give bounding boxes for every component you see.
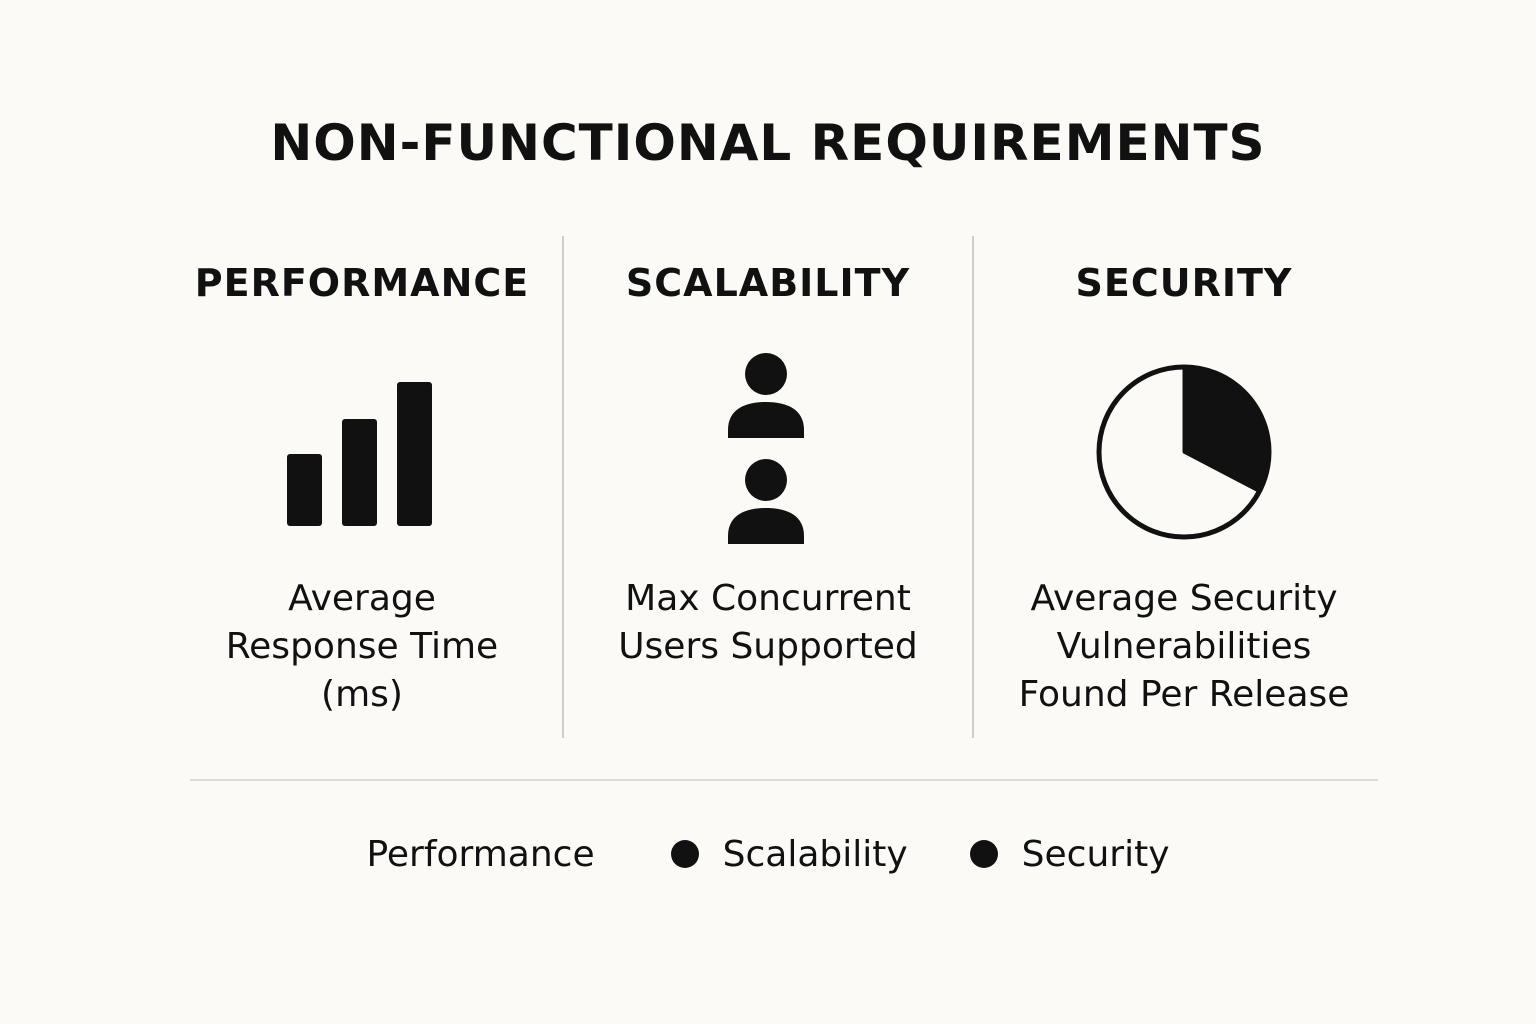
- performance-description-line: Average: [288, 578, 436, 619]
- legend-dot-icon: [969, 840, 998, 868]
- bar-chart-icon: [180, 380, 544, 528]
- column-divider-left: [562, 236, 564, 738]
- bar-chart-icon-bar-tall: [397, 382, 432, 526]
- security-description-line: Vulnerabilities: [1056, 626, 1312, 667]
- security-heading: SECURITY: [1075, 261, 1293, 305]
- scalability-description-line: Users Supported: [618, 626, 918, 667]
- legend-dot-icon: [670, 840, 699, 868]
- performance-description-line: (ms): [321, 674, 403, 715]
- user-icon-body-top: [728, 402, 804, 438]
- pie-chart-icon: [974, 362, 1394, 542]
- scalability-description: Max Concurrent Users Supported: [564, 575, 972, 671]
- security-description-line: Found Per Release: [1018, 674, 1350, 715]
- user-icon-head-top: [745, 353, 787, 395]
- legend-label: Scalability: [722, 833, 908, 875]
- performance-heading: PERFORMANCE: [194, 261, 530, 305]
- performance-description-line: Response Time: [225, 626, 499, 667]
- bar-chart-icon-bar-short: [287, 454, 322, 526]
- legend-divider: [190, 779, 1378, 781]
- user-icon-head-bottom: [745, 459, 787, 501]
- performance-description: Average Response Time (ms): [180, 575, 544, 719]
- security-description-line: Average Security: [1030, 578, 1338, 619]
- pie-chart-icon-slice: [1182, 365, 1271, 493]
- security-column: SECURITY Average Security Vulnerabilitie…: [974, 0, 1394, 760]
- legend-item-scalability: Scalability: [670, 833, 908, 875]
- scalability-heading: SCALABILITY: [625, 261, 911, 305]
- scalability-description-line: Max Concurrent: [625, 578, 911, 619]
- users-icon: [564, 352, 972, 546]
- bar-chart-icon-bar-mid: [342, 419, 377, 526]
- legend-item-performance: Performance: [366, 834, 594, 875]
- user-icon-body-bottom: [728, 508, 804, 544]
- security-description: Average Security Vulnerabilities Found P…: [974, 575, 1394, 719]
- legend-label: Security: [1021, 833, 1170, 875]
- page-title: NON-FUNCTIONAL REQUIREMENTS: [270, 114, 1266, 172]
- column-divider-right: [972, 236, 974, 738]
- legend-label: Performance: [366, 833, 595, 875]
- performance-column: PERFORMANCE Average Response Time (ms): [180, 0, 544, 760]
- legend: Performance Scalability Security: [0, 826, 1536, 882]
- legend-item-security: Security: [969, 833, 1170, 875]
- scalability-column: SCALABILITY Max Concurrent Users Support…: [564, 0, 972, 760]
